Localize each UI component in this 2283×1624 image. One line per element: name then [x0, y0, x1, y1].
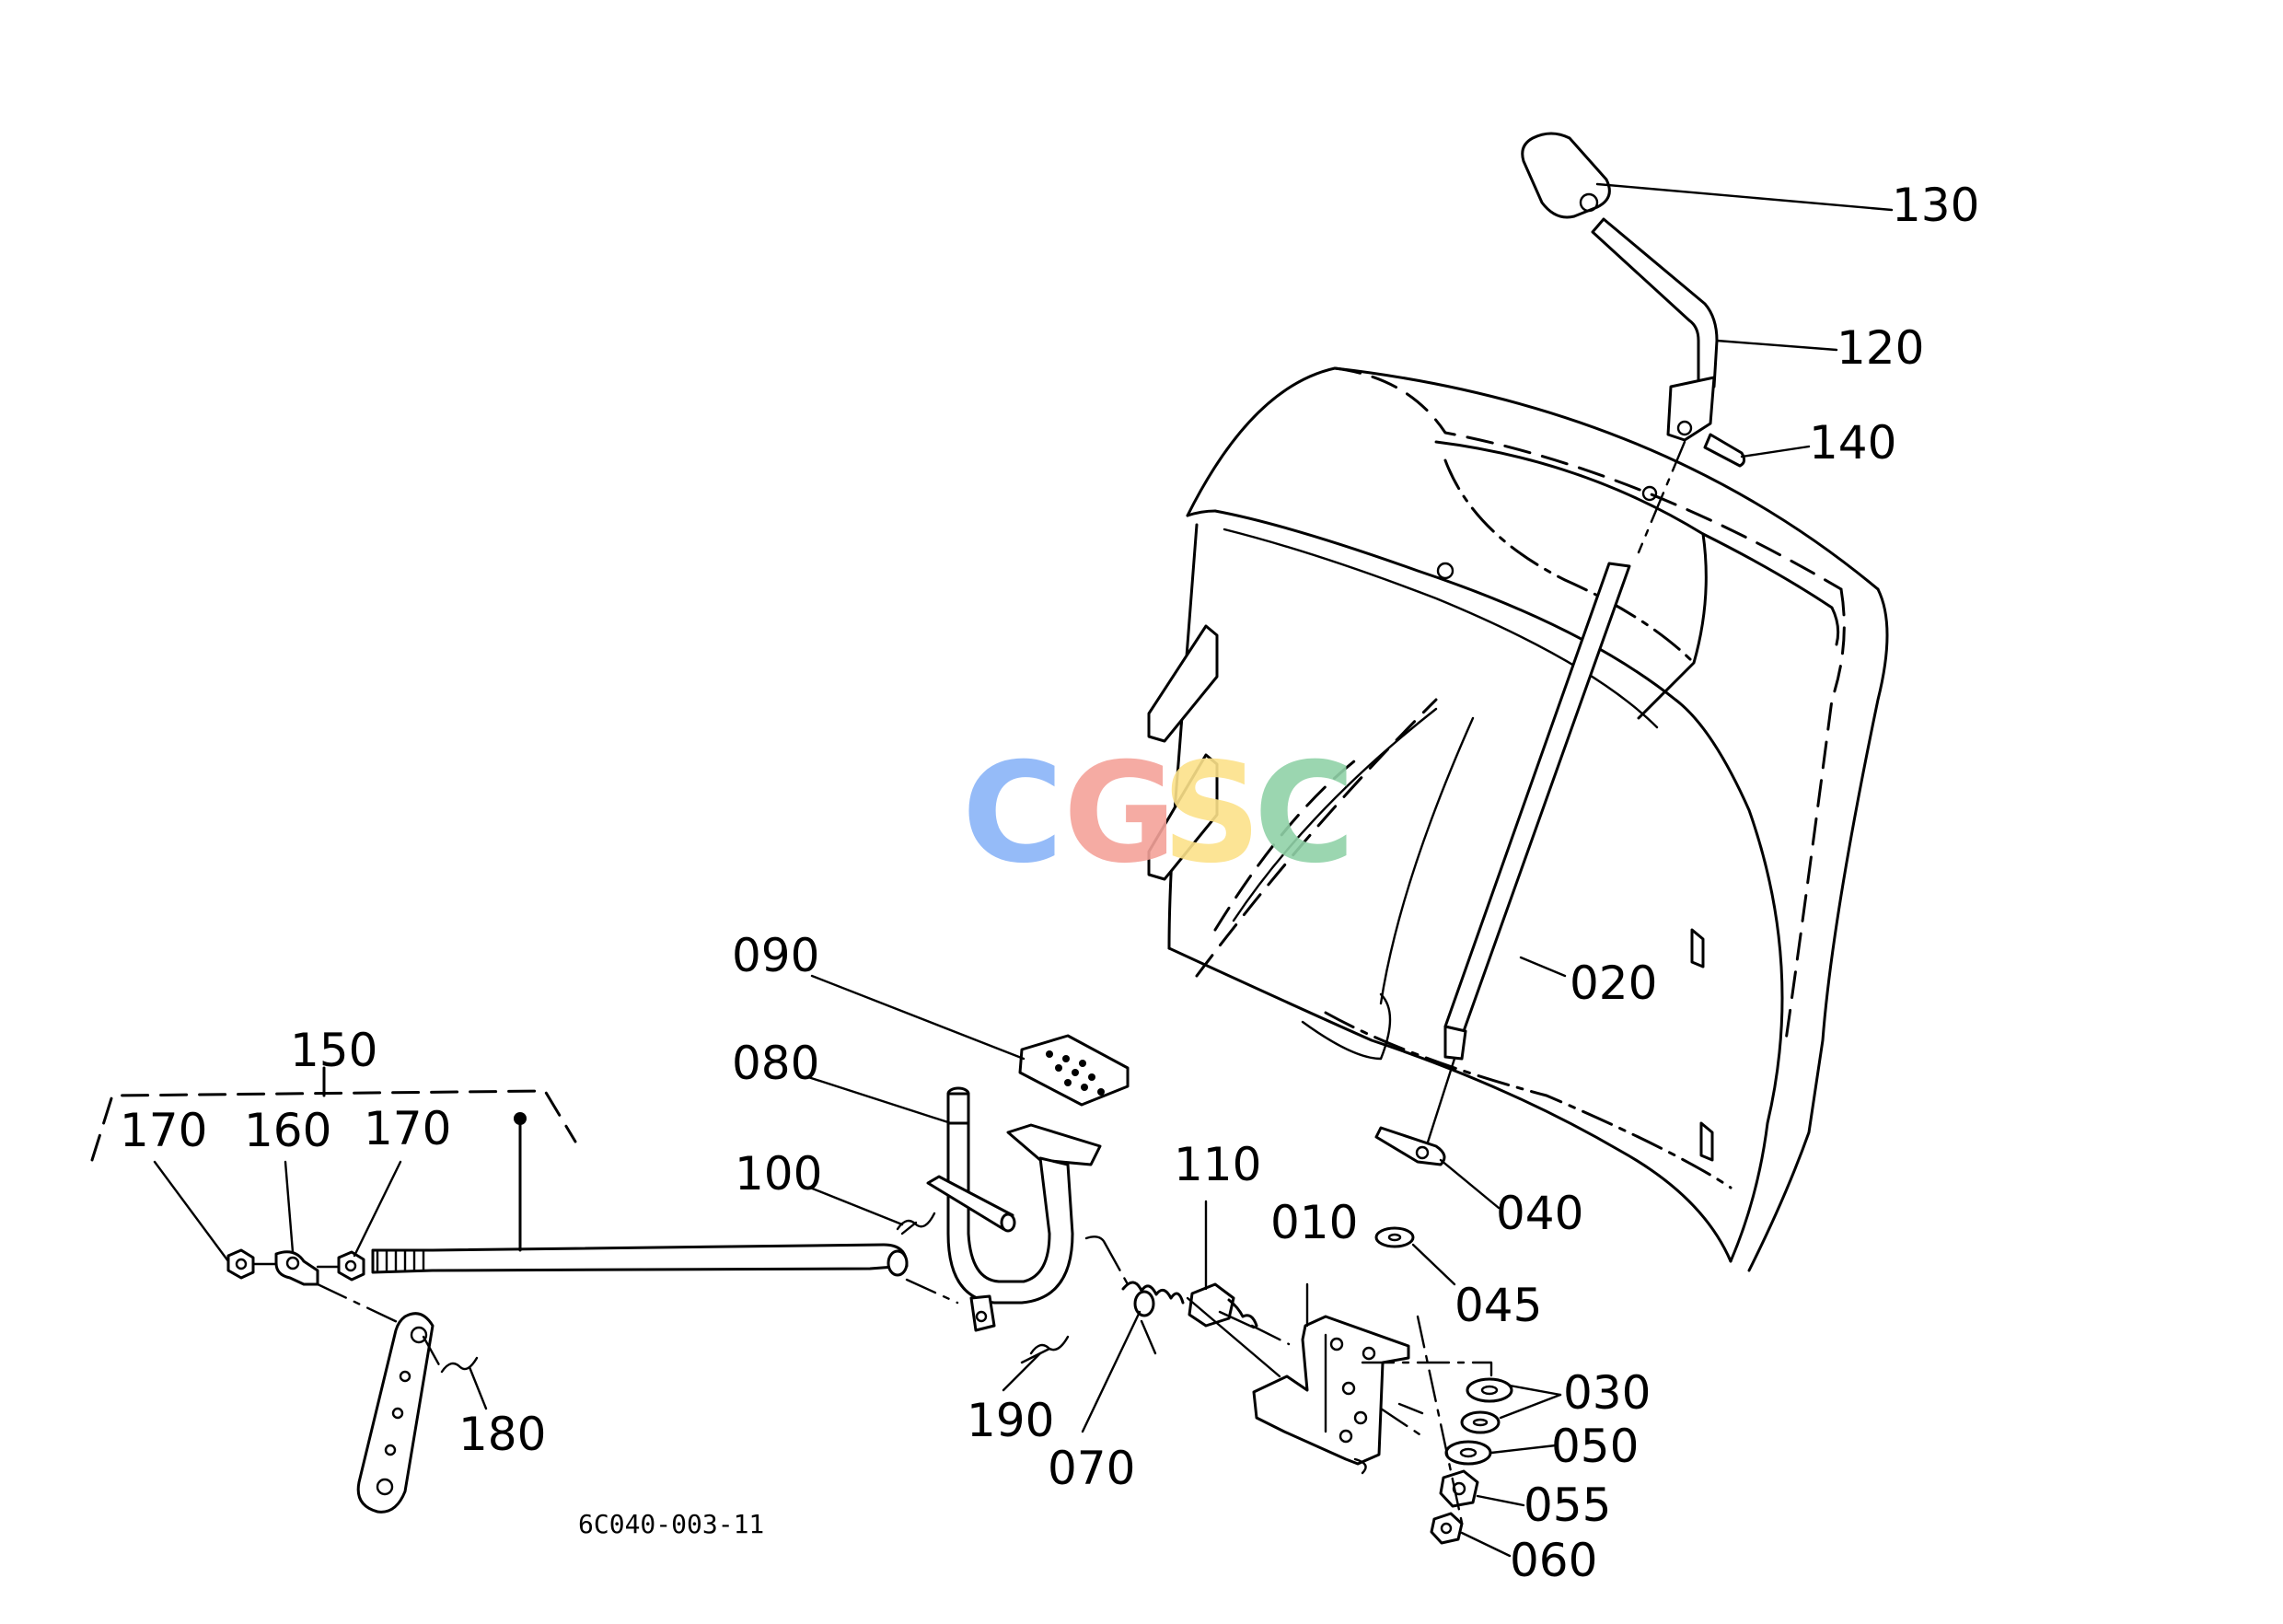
pivot-shaft	[926, 1175, 1014, 1231]
label-090: 090	[732, 929, 819, 982]
lever-pin	[1703, 433, 1746, 468]
nut-170-left	[226, 1248, 255, 1280]
label-190: 190	[967, 1394, 1054, 1447]
label-120: 120	[1837, 321, 1924, 375]
leader-lines	[153, 182, 1894, 1558]
label-070: 070	[1048, 1442, 1135, 1495]
plate-040	[1374, 1126, 1446, 1166]
bolt-110	[1188, 1282, 1235, 1328]
label-080: 080	[732, 1037, 819, 1090]
label-045: 045	[1454, 1279, 1542, 1332]
lever-knob	[1521, 132, 1611, 219]
label-130: 130	[1892, 179, 1979, 232]
label-030: 030	[1563, 1366, 1651, 1420]
label-160: 160	[244, 1104, 331, 1157]
shift-lever-assembly	[1423, 132, 1746, 1153]
spring-070	[1121, 1281, 1185, 1305]
linkage-rod	[226, 1243, 959, 1514]
watermark-letter-2: G	[1063, 734, 1176, 894]
label-010: 010	[1270, 1196, 1358, 1249]
label-140: 140	[1809, 416, 1896, 470]
watermark-letter-3: S	[1162, 734, 1261, 894]
nut-170-right	[337, 1250, 365, 1282]
pedal-assembly	[896, 1034, 1130, 1364]
rod-150	[371, 1243, 909, 1274]
spring-bolt	[1084, 1235, 1291, 1378]
upper-lever	[1591, 217, 1719, 393]
bracket-hardware	[1252, 1126, 1513, 1545]
part-labels: 130 120 140 020 040 045 030 050 055 060 …	[120, 179, 1979, 1587]
label-170-right: 170	[364, 1102, 451, 1155]
link-arm-180	[356, 1312, 435, 1514]
watermark-letter-4: C	[1254, 734, 1355, 894]
label-020: 020	[1570, 957, 1657, 1010]
label-180: 180	[458, 1408, 546, 1461]
label-150: 150	[290, 1024, 377, 1077]
group-bracket-150	[90, 1066, 577, 1252]
label-055: 055	[1524, 1479, 1611, 1532]
washer-045	[1374, 1226, 1415, 1248]
label-170-left: 170	[120, 1104, 207, 1157]
bracket-010	[1252, 1315, 1410, 1466]
watermark-letter-1: C	[962, 734, 1063, 894]
label-100: 100	[735, 1147, 822, 1201]
hood-cover	[1147, 366, 1889, 1272]
label-050: 050	[1551, 1420, 1639, 1473]
label-060: 060	[1510, 1534, 1597, 1587]
label-110: 110	[1174, 1138, 1261, 1191]
cgsc-watermark: C G S C	[962, 734, 1355, 894]
pedal-arm	[946, 1114, 1074, 1305]
drawing-code: 6C040-003-11	[578, 1509, 764, 1539]
label-040: 040	[1496, 1187, 1583, 1240]
